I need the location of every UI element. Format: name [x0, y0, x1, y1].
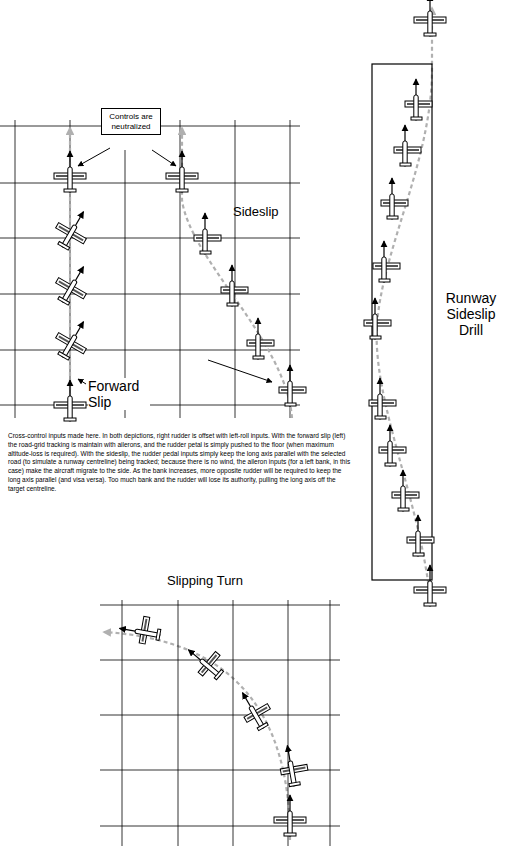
explanatory-note: Cross-control inputs made here. In both … — [8, 432, 354, 493]
callout-text: Controls are neutralized — [106, 112, 156, 131]
maneuver-label: Slipping Turn — [167, 574, 243, 589]
ground-track — [70, 8, 432, 840]
road-grid — [0, 120, 300, 418]
road-grid — [100, 600, 340, 846]
runway-aircraft — [364, 0, 446, 606]
slipping-turn-aircraft — [118, 613, 311, 836]
maneuver-label: Sideslip — [233, 205, 303, 220]
leader-line — [78, 148, 272, 384]
sideslip-aircraft — [166, 151, 306, 406]
maneuver-label: Runway Sideslip Drill — [438, 290, 504, 338]
maneuver-label: Forward Slip — [88, 378, 150, 410]
callout-box: Controls are neutralized — [101, 108, 161, 135]
